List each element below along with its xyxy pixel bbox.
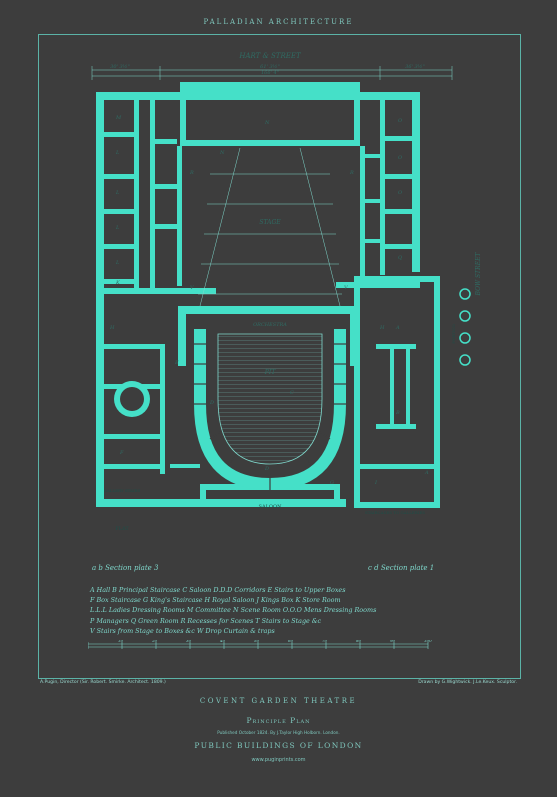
legend-line: F Box Staircase G King's Staircase H Roy… — [90, 596, 341, 605]
scale-bar: 10 20 30 40 50 60 70 80 90 100 — [88, 640, 432, 649]
room-letter: H — [379, 325, 385, 331]
legend-line: L.L.L Ladies Dressing Rooms M Committee … — [90, 606, 377, 615]
scale-number: 50 — [254, 640, 260, 643]
print-border — [38, 34, 521, 679]
room-letter: F — [119, 450, 124, 456]
dim-label-2: 61' 3½" — [260, 63, 280, 70]
room-letter: A — [424, 470, 429, 476]
dim-label-1: 30' 3½" — [110, 63, 130, 70]
room-letter: M — [115, 115, 122, 121]
series-header: PALLADIAN ARCHITECTURE — [203, 18, 354, 26]
room-letter: C — [290, 390, 294, 396]
room-letter: R — [189, 170, 194, 176]
room-letter: B — [395, 410, 400, 416]
room-letter: N — [219, 150, 225, 156]
room-letter: N — [264, 120, 270, 126]
floor-plan-drawing: HART & STREET 30' 3½" 61' 3½" 166' 4" 36… — [91, 52, 482, 532]
theatre-title: COVENT GARDEN THEATRE — [199, 697, 358, 705]
room-letter: R — [349, 170, 354, 176]
dim-label-3: 166' 4" — [261, 70, 279, 76]
room-saloon: SALOON — [259, 504, 283, 510]
scale-number: 20 — [151, 640, 158, 643]
room-letter: E — [174, 360, 179, 366]
legend-line: V Stairs from Stage to Boxes &c W Drop C… — [90, 626, 275, 635]
room-letter: L — [115, 225, 120, 231]
room-letter: V — [190, 285, 195, 291]
street-label-right: BOW STREET — [475, 252, 482, 297]
portico-label: PORTICO — [451, 324, 456, 344]
room-orchestra: ORCHESTRA — [253, 322, 287, 328]
scale-number: 60 — [288, 640, 294, 643]
room-letter: L — [115, 190, 120, 196]
section-ref-right: c d Section plate 1 — [368, 564, 435, 572]
section-ref-left: a b Section plate 3 — [92, 564, 159, 572]
room-letter: V — [344, 285, 349, 291]
scale-number: 40 — [219, 640, 226, 643]
dim-label-4: 36' 3½" — [405, 63, 425, 70]
room-letter: L — [115, 260, 120, 266]
room-letter: D — [264, 466, 269, 472]
room-letter: K — [115, 280, 120, 286]
room-letter: I — [374, 480, 378, 486]
series-title: PUBLIC BUILDINGS OF LONDON — [194, 741, 363, 750]
scale-number: 80 — [356, 640, 362, 643]
room-letter: O — [398, 155, 402, 161]
floor-plan: HART & STREET 30' 3½" 61' 3½" 166' 4" 36… — [60, 44, 500, 564]
room-gallery-stairs: GALLERY STAIRS — [104, 488, 141, 493]
legend: A Hall B Principal Staircase C Saloon D.… — [90, 585, 490, 636]
room-staircases-galleries: STAIRCASES TO GALLERIES — [365, 510, 425, 515]
legend-line: A Hall B Principal Staircase C Saloon D.… — [90, 586, 346, 594]
stage-floor — [198, 147, 342, 307]
room-letter: G — [330, 480, 334, 486]
website: www.puginprints.com — [251, 757, 306, 763]
plan-title: Principle Plan — [246, 716, 311, 725]
pit — [217, 333, 323, 465]
room-letter: O — [398, 118, 402, 124]
room-pit: PIT — [264, 369, 276, 376]
room-letter: Q — [398, 255, 402, 261]
publication-line: Published October 1824. By J.Taylor High… — [217, 730, 340, 735]
scale-number: 70 — [322, 640, 328, 643]
scale-number: 30 — [186, 640, 192, 643]
room-letter: L — [115, 150, 120, 156]
scale-number: 10 — [118, 640, 124, 643]
legend-line: P Managers Q Green Room R Recesses for S… — [90, 616, 322, 625]
street-label-top: HART & STREET — [238, 52, 302, 60]
credit-right: Drawn by G.Wightwick. J.Le.Keux. Sculpto… — [418, 680, 517, 685]
room-flat: FLAT — [115, 526, 129, 532]
dimension-lines — [91, 66, 453, 80]
scale-number: 100 — [424, 640, 432, 643]
box-divisions — [194, 343, 346, 490]
credit-left: A.Pugin, Director (Sir. Robert. Smirke. … — [40, 680, 166, 685]
room-letter: D — [209, 400, 214, 406]
room-letter: H — [109, 325, 115, 331]
room-letter: O — [398, 190, 402, 196]
room-letter: A — [395, 325, 400, 331]
room-stage: STAGE — [259, 219, 281, 226]
scale-number: 90 — [390, 640, 396, 643]
